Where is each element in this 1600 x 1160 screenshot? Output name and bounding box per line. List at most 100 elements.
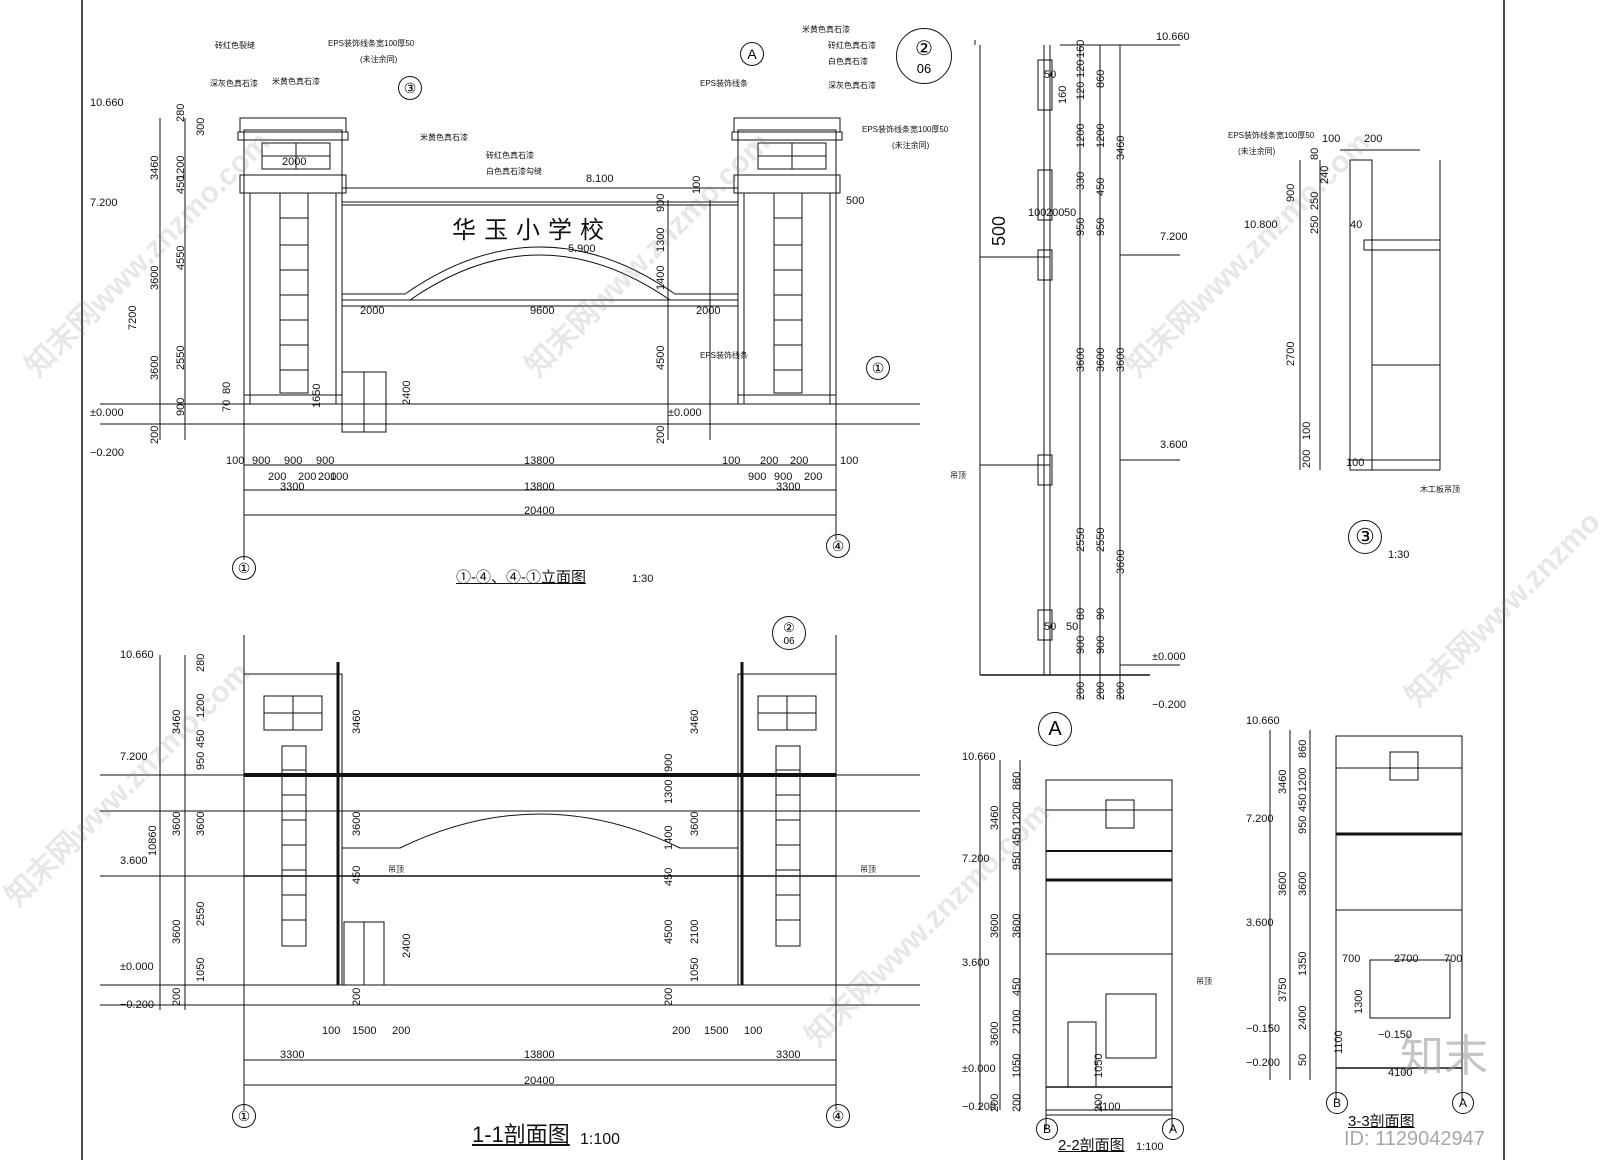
detail-bubble: ③ (1348, 520, 1382, 554)
note: (未注余同) (1238, 147, 1276, 156)
level-mark: −0.200 (1152, 699, 1186, 711)
dim-label: 700 (1342, 953, 1361, 965)
view-title: 3-3剖面图 (1348, 1113, 1415, 1130)
axis-label: A (1458, 1096, 1467, 1110)
dim-label: 3600 (149, 265, 161, 290)
level-mark: 10.660 (1156, 31, 1190, 43)
dim-label: 1200 (1095, 123, 1107, 148)
dim-label: 900 (1095, 635, 1107, 654)
dim-label: 250 (1309, 215, 1321, 234)
dim-label: 3300 (280, 481, 305, 493)
dim-label: 40 (1350, 219, 1363, 231)
dim-label: 860 (1297, 739, 1309, 758)
dim-label: 200 (1075, 681, 1087, 700)
dim-label: 3600 (1095, 347, 1107, 372)
note: 白色真石漆勾缝 (486, 167, 542, 176)
dim-label: 80 (1075, 607, 1087, 620)
dim-label: 160 (1057, 85, 1069, 104)
axis-label: B (1332, 1096, 1341, 1110)
view-scale: 1:100 (580, 1131, 621, 1148)
note: (未注余同) (360, 55, 398, 64)
dim-label: 200 (1115, 681, 1127, 700)
sign-text: 华玉小学校 (452, 216, 612, 244)
dim-label: 1400 (655, 265, 667, 290)
dim-label: 200 (171, 987, 183, 1006)
level-mark: 8.100 (586, 173, 614, 185)
dim-label: 3300 (776, 481, 801, 493)
axis-label: A (747, 46, 757, 62)
dim-label: 120 (1075, 59, 1087, 78)
dim-label: 90 (1095, 607, 1107, 620)
dim-label: 2000 (696, 305, 721, 317)
dim-label: 900 (175, 397, 187, 416)
dim-label: 200 (672, 1025, 691, 1037)
dim-label: 1050 (689, 957, 701, 982)
note: 砖红色真石漆 (828, 41, 876, 50)
dim-label: 200 (1046, 207, 1065, 219)
note: EPS装饰线条宽100厚50 (328, 39, 415, 48)
dim-label: 3460 (1277, 769, 1289, 794)
dim-label: 3300 (280, 1049, 305, 1061)
dim-label: 200 (268, 471, 287, 483)
level-mark: −0.200 (962, 1101, 996, 1113)
dim-label: 1200 (195, 693, 207, 718)
dim-label: 80 (1309, 147, 1321, 160)
dim-label: 3600 (1011, 913, 1023, 938)
dim-label: 2100 (689, 919, 701, 944)
dim-label: 1100 (1333, 1030, 1345, 1054)
dim-label: 200 (790, 455, 809, 467)
dim-label: 1300 (1353, 989, 1365, 1014)
level-mark: −0.150 (1378, 1029, 1412, 1041)
dim-label: 9600 (530, 305, 555, 317)
dim-label: 200 (149, 425, 161, 444)
dim-label: 900 (774, 471, 793, 483)
dim-label: 1200 (1297, 767, 1309, 792)
dim-label: 3600 (989, 913, 1001, 938)
dim-label: 950 (1095, 217, 1107, 236)
dim-label: 2000 (282, 156, 307, 168)
dim-label: 1200 (1011, 801, 1023, 826)
level-mark: ±0.000 (1152, 651, 1186, 663)
dim-label: 1300 (655, 227, 667, 252)
dim-label: 860 (1011, 771, 1023, 790)
level-mark: 10.660 (962, 751, 996, 763)
dim-label: 2550 (195, 901, 207, 926)
dim-label: 3600 (1115, 549, 1127, 574)
dim-label: 3600 (1075, 347, 1087, 372)
axis-label: ④ (831, 1107, 845, 1124)
dim-label: 50 (1064, 207, 1077, 219)
watermark-logo: 知末 (1400, 1031, 1488, 1082)
dim-label: 50 (1044, 69, 1057, 81)
level-mark: 3.600 (1246, 917, 1274, 929)
dim-label: 860 (1095, 69, 1107, 88)
dim-label: 100 (744, 1025, 763, 1037)
dim-label: 500 (989, 215, 1009, 246)
dim-label: 3600 (1115, 347, 1127, 372)
axis-bubble: ① (232, 1104, 256, 1128)
note: 吊顶 (1196, 977, 1212, 986)
dim-label: 200 (663, 987, 675, 1006)
level-mark: 7.200 (120, 751, 148, 763)
dim-label: 3600 (171, 811, 183, 836)
dim-label: 450 (351, 865, 363, 884)
level-mark: −0.150 (1246, 1023, 1280, 1035)
dim-label: 200 (655, 425, 667, 444)
dim-label: 950 (195, 751, 207, 770)
axis-bubble: ④ (826, 1104, 850, 1128)
dim-label: 1300 (663, 779, 675, 804)
dim-label: 100 (1028, 207, 1047, 219)
note: 吊顶 (950, 471, 966, 480)
dim-label: 3600 (351, 811, 363, 836)
view-title: 2-2剖面图 (1058, 1137, 1125, 1154)
dim-label: 3460 (149, 155, 161, 180)
dim-label: 330 (1075, 171, 1087, 190)
dim-label: 3600 (689, 811, 701, 836)
note: 米黄色真石漆 (272, 77, 320, 86)
view-title: 1-1剖面图 (472, 1122, 570, 1147)
dim-label: 900 (1285, 183, 1297, 202)
level-mark: −0.200 (1246, 1057, 1280, 1069)
dim-label: 3600 (989, 1021, 1001, 1046)
